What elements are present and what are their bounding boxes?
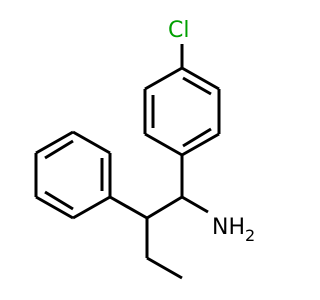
c-n-bond [181,195,209,214]
molecule-drawing: Cl NH2 [34,18,255,280]
c2-phenyl-bond [109,195,148,220]
chlorine-atom-label: Cl [168,18,189,43]
amine-subscript: 2 [245,226,255,245]
c1-c2-bond [146,195,183,220]
amine-nh-text: NH [212,215,245,240]
phenyl-ring [34,130,112,220]
ch2-ch3-bond [146,256,183,280]
chlorophenyl-ring [143,66,221,157]
structure-canvas: Cl NH2 [34,18,256,280]
amine-group-label: NH2 [212,215,255,245]
